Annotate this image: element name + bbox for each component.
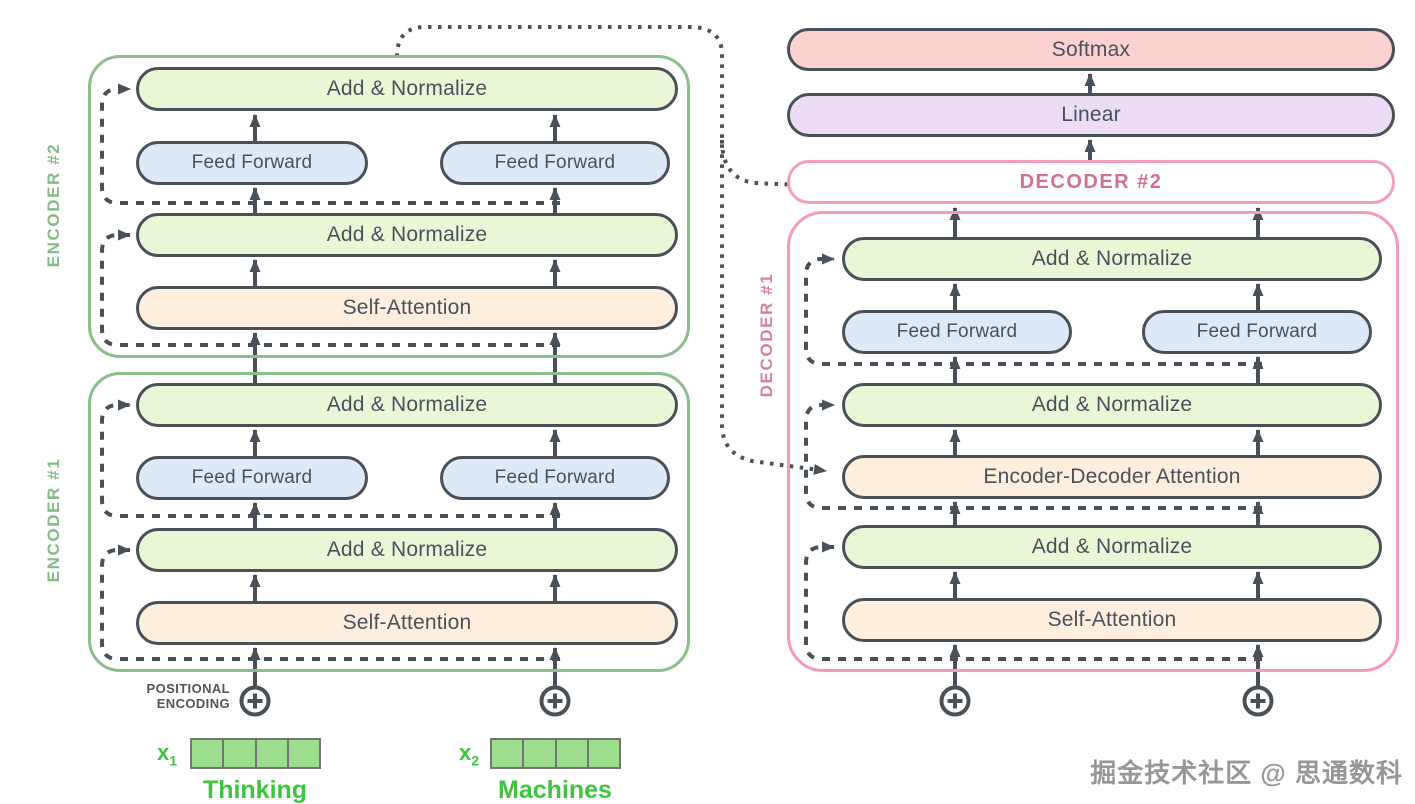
decoder1-label: DECODER #1 [757, 272, 776, 398]
embedding-cell [192, 740, 225, 767]
decoder1-add-normalize-bottom: Add & Normalize [842, 525, 1382, 569]
encoder1-add-normalize-bottom: Add & Normalize [136, 528, 678, 572]
x2-symbol: x2 [459, 740, 479, 768]
decoder1-feed-forward-right: Feed Forward [1142, 310, 1372, 354]
watermark-text: 掘金技术社区 @ 思通数科 [1090, 758, 1403, 788]
plus-circle-icon [939, 685, 971, 717]
encoder1-add-normalize-top: Add & Normalize [136, 383, 678, 427]
encoder1-box [88, 372, 690, 672]
decoder1-add-normalize-top: Add & Normalize [842, 237, 1382, 281]
embedding-cell [257, 740, 289, 767]
embedding-vector-x1 [190, 738, 321, 769]
encoder2-label: ENCODER #2 [44, 142, 63, 268]
encoder2-self-attention: Self-Attention [136, 286, 678, 330]
embedding-cell [557, 740, 589, 767]
decoder1-add-normalize-middle: Add & Normalize [842, 383, 1382, 427]
encoder1-feed-forward-right: Feed Forward [440, 456, 670, 500]
linear-pill: Linear [787, 93, 1395, 137]
encoder2-feed-forward-right: Feed Forward [440, 141, 670, 185]
plus-circle-icon [1242, 685, 1274, 717]
x1-symbol: x1 [157, 740, 177, 768]
encoder1-label: ENCODER #1 [44, 457, 63, 583]
plus-circle-icon [239, 685, 271, 717]
x2-symbol-text: x [459, 740, 472, 765]
encoder2-feed-forward-left: Feed Forward [136, 141, 368, 185]
plus-circle-icon [539, 685, 571, 717]
encoder2-add-normalize-bottom: Add & Normalize [136, 213, 678, 257]
encoder2-box [88, 55, 690, 358]
input-word-thinking: Thinking [202, 776, 308, 804]
decoder2-pill: DECODER #2 [787, 160, 1395, 204]
encoder1-self-attention: Self-Attention [136, 601, 678, 645]
embedding-cell [224, 740, 257, 767]
positional-encoding-line1: POSITIONAL [146, 681, 230, 696]
positional-encoding-line2: ENCODING [156, 696, 230, 711]
embedding-vector-x2 [490, 738, 621, 769]
decoder1-self-attention: Self-Attention [842, 598, 1382, 642]
embedding-cell [289, 740, 319, 767]
embedding-cell [492, 740, 525, 767]
positional-encoding-label: POSITIONAL ENCODING [98, 681, 230, 711]
x1-symbol-sub: 1 [169, 752, 178, 769]
embedding-cell [524, 740, 557, 767]
decoder1-feed-forward-left: Feed Forward [842, 310, 1072, 354]
x1-symbol-text: x [157, 740, 170, 765]
embedding-cell [589, 740, 619, 767]
solid-flow-arrows [249, 73, 1264, 688]
x2-symbol-sub: 2 [471, 752, 480, 769]
input-word-machines: Machines [498, 776, 612, 804]
decoder1-box [787, 211, 1399, 672]
decoder1-encoder-decoder-attention: Encoder-Decoder Attention [842, 455, 1382, 499]
softmax-pill: Softmax [787, 28, 1395, 71]
encoder2-add-normalize-top: Add & Normalize [136, 67, 678, 111]
positional-add-circles [239, 685, 1274, 717]
encoder1-feed-forward-left: Feed Forward [136, 456, 368, 500]
